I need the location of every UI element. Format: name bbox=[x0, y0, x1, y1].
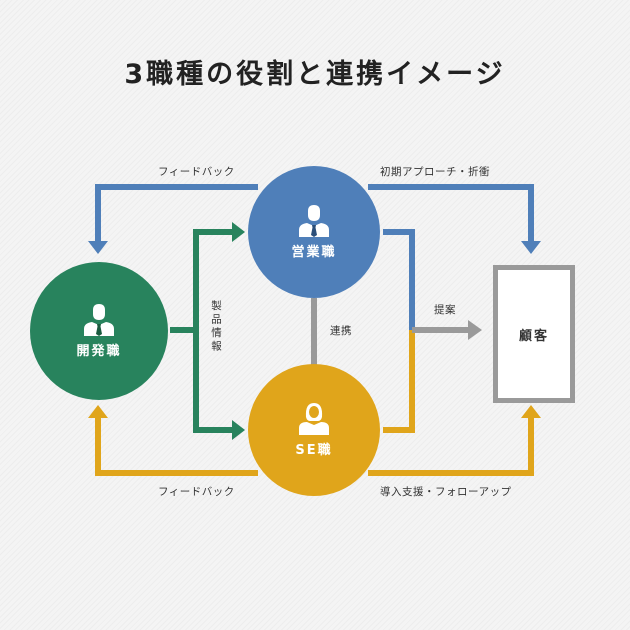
arrowhead-sales-left bbox=[232, 222, 245, 242]
implementation-arrow-se-to-customer bbox=[368, 416, 534, 476]
se-role-node: SE職 bbox=[248, 364, 380, 496]
arrowhead-customer-bottom bbox=[521, 405, 541, 418]
feedback-arrow-se-to-dev bbox=[95, 416, 258, 476]
proposal-label: 提案 bbox=[434, 304, 456, 316]
arrowhead-dev-top bbox=[88, 241, 108, 254]
cooperation-label: 連携 bbox=[330, 325, 352, 337]
sales-role-node: 営業職 bbox=[248, 166, 380, 298]
feedback-label-top: フィードバック bbox=[158, 166, 235, 178]
se-role-label: SE職 bbox=[295, 442, 333, 458]
se-proposal-line bbox=[383, 330, 415, 433]
feedback-label-bottom: フィードバック bbox=[158, 486, 235, 498]
male-person-icon bbox=[299, 204, 329, 237]
dev-role-node: 開発職 bbox=[30, 262, 168, 400]
sales-role-label: 営業職 bbox=[291, 244, 337, 260]
feedback-arrow-sales-to-dev bbox=[95, 184, 258, 243]
sales-proposal-line bbox=[383, 229, 415, 330]
implementation-label: 導入支援・フォローアップ bbox=[380, 486, 512, 498]
product-info-arrow-top bbox=[170, 229, 234, 333]
product-info-arrow-bottom bbox=[193, 330, 234, 433]
female-person-icon bbox=[299, 402, 329, 435]
arrowhead-customer-top bbox=[521, 241, 541, 254]
approach-arrow-sales-to-customer bbox=[368, 184, 534, 243]
dev-role-label: 開発職 bbox=[76, 343, 122, 359]
customer-label: 顧客 bbox=[518, 328, 549, 344]
arrowhead-proposal bbox=[468, 320, 482, 340]
customer-node: 顧客 bbox=[493, 265, 575, 403]
male-person-icon bbox=[84, 303, 114, 336]
arrowhead-dev-bottom bbox=[88, 405, 108, 418]
diagram-title: 3職種の役割と連携イメージ bbox=[124, 59, 506, 90]
product-info-label: 製品情報 bbox=[210, 300, 222, 354]
arrowhead-se-left bbox=[232, 420, 245, 440]
initial-approach-label: 初期アプローチ・折衝 bbox=[380, 166, 490, 178]
